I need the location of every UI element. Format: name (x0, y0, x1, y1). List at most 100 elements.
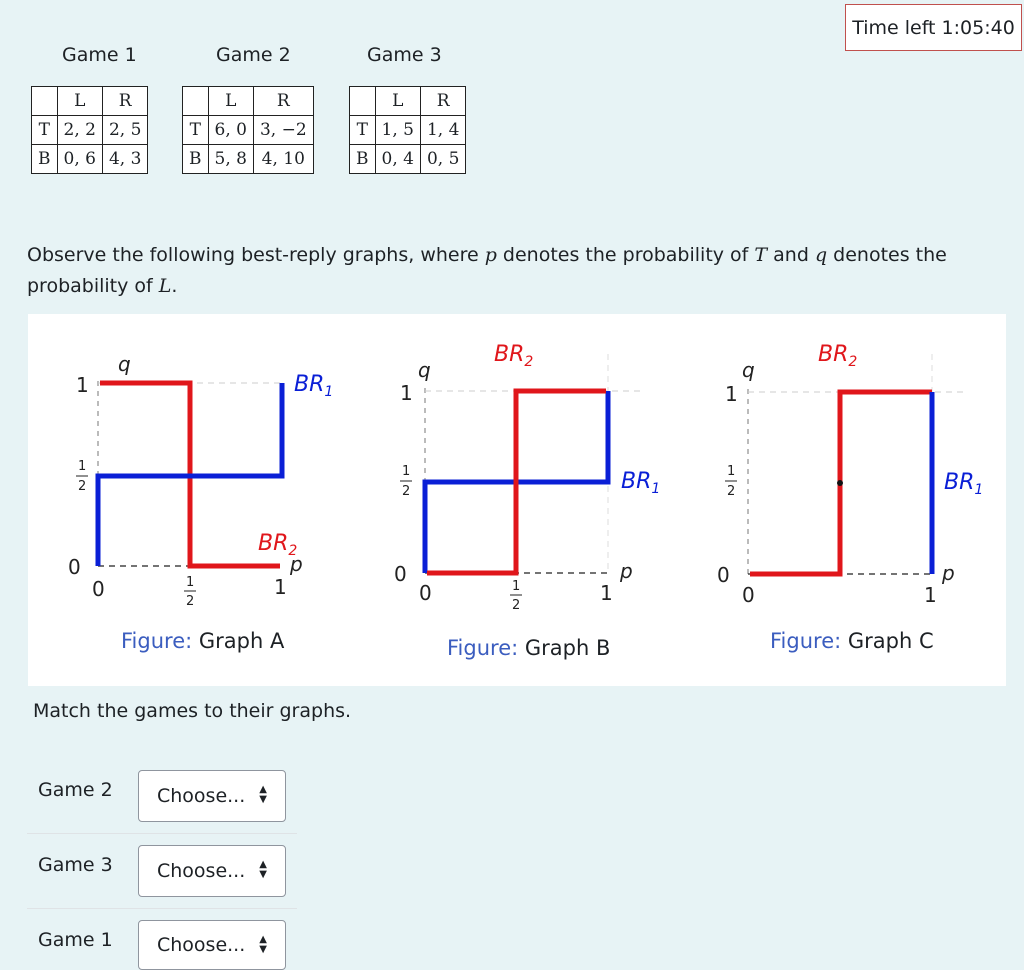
match-select-game-2[interactable]: Choose... ▲▼ (138, 770, 286, 822)
tick-label-zero-x: 0 (419, 581, 432, 605)
match-select-game-3[interactable]: Choose... ▲▼ (138, 845, 286, 897)
match-instruction: Match the games to their graphs. (33, 700, 352, 722)
select-arrows-icon: ▲▼ (259, 784, 267, 805)
caption-graph-c: Figure: Graph C (770, 629, 934, 653)
match-select-game-1[interactable]: Choose... ▲▼ (138, 920, 286, 970)
match-row-label: Game 2 (38, 779, 113, 801)
tick-label-one: 1 (76, 373, 89, 397)
graph-a: q 1 1 2 0 0 1 2 1 p BR 1 BR2 (68, 352, 333, 609)
timer-badge: Time left 1:05:40 (845, 4, 1022, 51)
payoff-cell: 1, 5 (374, 115, 421, 145)
br1-label: BR1 (621, 469, 660, 497)
payoff-cell: 0, 4 (374, 144, 421, 174)
br2-curve (427, 388, 606, 576)
best-reply-graphs: q 1 1 2 0 0 1 2 1 p BR1 BR2 q 1 (68, 342, 983, 613)
br-subscript: 1 (651, 481, 660, 497)
math-q: q (814, 244, 828, 266)
prompt-text: and (767, 244, 815, 266)
axis-label-p: p (619, 559, 633, 583)
table-corner (182, 86, 209, 116)
graph-c: q 1 1 2 0 0 1 p BR2 BR1 (717, 342, 983, 607)
equilibrium-dot (837, 480, 843, 486)
br2-label: BR2 (258, 531, 297, 559)
figures-panel: q 1 1 2 0 0 1 2 1 p BR1 BR2 q 1 (28, 314, 1006, 686)
br-subscript: 2 (848, 354, 857, 370)
tick-half-num: 1 (727, 464, 735, 479)
tick-half-den: 2 (186, 594, 194, 609)
br1-curve (95, 383, 285, 566)
caption-name: Graph C (847, 629, 934, 653)
col-header: L (56, 86, 103, 116)
br-subscript: 2 (524, 354, 533, 370)
br-subscript: 1 (324, 384, 333, 400)
caption-name: Graph B (524, 636, 611, 660)
col-header: R (419, 86, 467, 116)
tick-half-num: 1 (402, 464, 410, 479)
caption-name: Graph A (198, 629, 285, 653)
tick-label-one: 1 (725, 382, 738, 406)
tick-label-one-x: 1 (600, 581, 613, 605)
select-value: Choose... (157, 785, 246, 807)
prompt-text: denotes the probability of (496, 244, 755, 266)
payoff-cell: 4, 3 (101, 144, 149, 174)
payoff-cell: 1, 4 (419, 115, 467, 145)
row-header: B (349, 144, 376, 174)
payoff-cell: 0, 5 (419, 144, 467, 174)
tick-label-one-x: 1 (924, 583, 937, 607)
br-subscript: 2 (288, 543, 297, 559)
match-row-label: Game 1 (38, 929, 113, 951)
game-3-title: Game 3 (367, 44, 442, 66)
caption-label: Figure: (770, 629, 842, 653)
select-arrows-icon: ▲▼ (259, 934, 267, 955)
graph-b: q 1 1 2 0 0 1 2 1 p BR2 BR1 (394, 342, 660, 613)
axis-label-p: p (941, 561, 955, 585)
row-divider (27, 833, 297, 834)
row-header: T (31, 115, 58, 145)
br-text: BR (944, 470, 974, 495)
tick-label-zero-x: 0 (92, 577, 105, 601)
br2-label: BR2 (494, 342, 533, 370)
br-text: BR (258, 531, 288, 556)
tick-half-num: 1 (78, 459, 86, 474)
tick-half-den: 2 (512, 598, 520, 613)
br1-label: BR1 (944, 470, 983, 498)
br-text: BR (818, 342, 848, 367)
select-arrows-icon: ▲▼ (259, 859, 267, 880)
tick-half-num: 1 (186, 575, 194, 590)
col-header: L (374, 86, 421, 116)
tick-label-one-x: 1 (274, 575, 287, 599)
math-T: T (754, 244, 768, 266)
col-header: R (252, 86, 314, 116)
row-header: T (349, 115, 376, 145)
col-header: L (207, 86, 254, 116)
select-value: Choose... (157, 934, 246, 956)
br-subscript: 1 (974, 482, 983, 498)
match-row-label: Game 3 (38, 854, 113, 876)
axis-label-q: q (118, 352, 131, 376)
br2-label: BR2 (818, 342, 857, 370)
tick-label-zero: 0 (394, 562, 407, 586)
payoff-cell: 2, 2 (56, 115, 103, 145)
tick-half-den: 2 (402, 484, 410, 499)
axis-label-q: q (418, 358, 431, 382)
caption-label: Figure: (121, 629, 193, 653)
prompt-text: denotes the probability of (27, 244, 947, 297)
math-p: p (484, 244, 497, 266)
payoff-cell: 0, 6 (56, 144, 103, 174)
table-corner (31, 86, 58, 116)
payoff-cell: 4, 10 (252, 144, 314, 174)
row-header: T (182, 115, 209, 145)
math-L: L (158, 275, 172, 297)
axis-label-p: p (289, 552, 303, 576)
tick-label-zero: 0 (68, 555, 81, 579)
select-value: Choose... (157, 860, 246, 882)
game-1-title: Game 1 (62, 44, 137, 66)
payoff-cell: 2, 5 (101, 115, 149, 145)
caption-label: Figure: (447, 636, 519, 660)
tick-label-zero: 0 (717, 563, 730, 587)
tick-half-den: 2 (727, 484, 735, 499)
axis-label-q: q (742, 358, 755, 382)
